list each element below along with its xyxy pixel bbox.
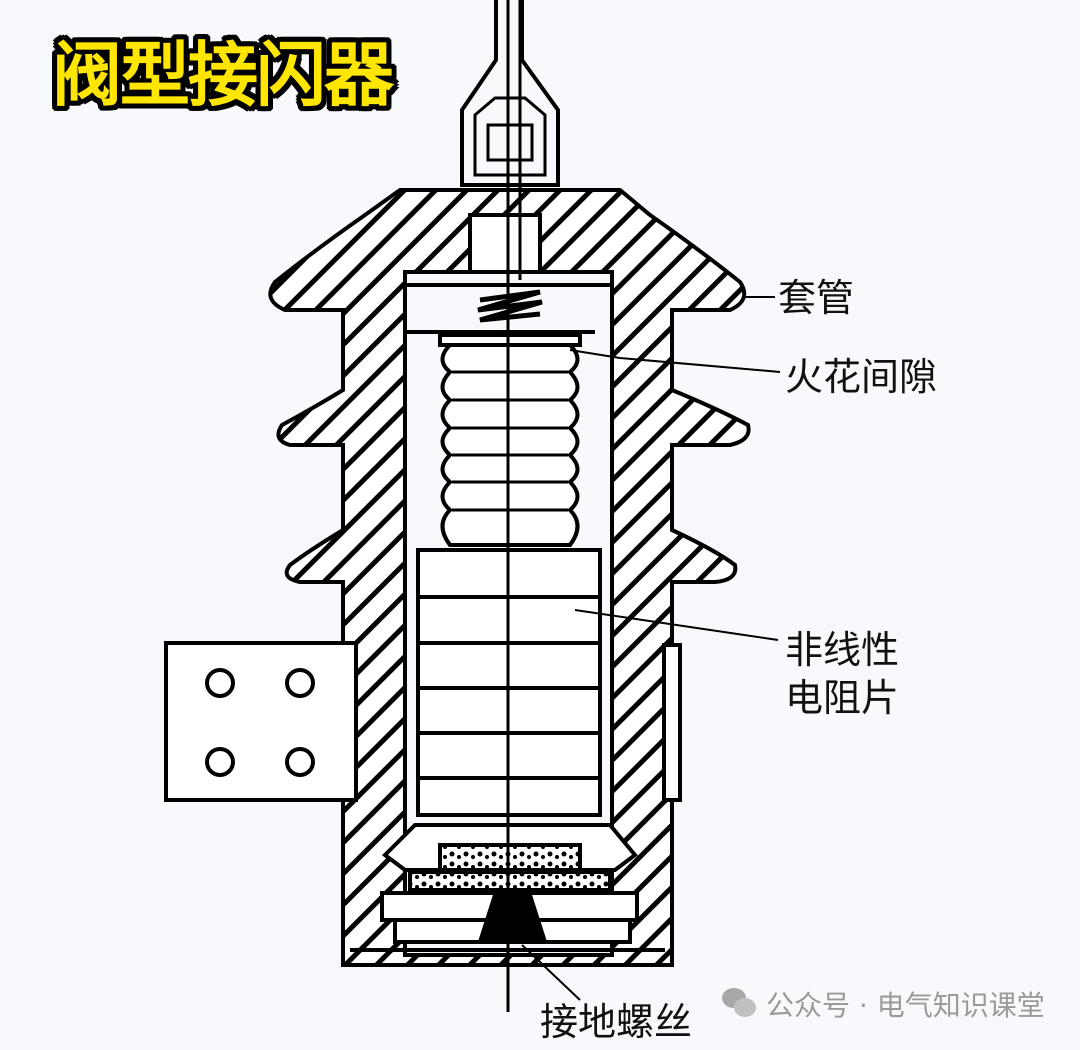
mounting-bracket <box>164 641 358 802</box>
wechat-icon <box>722 988 758 1020</box>
spring <box>477 289 543 323</box>
label-resistor-line2: 电阻片 <box>785 676 900 720</box>
leader-lines <box>521 296 781 1001</box>
top-cap-opening <box>468 213 542 274</box>
watermark: 公众号 · 电气知识课堂 <box>722 984 1045 1024</box>
porcelain-bushing <box>268 188 751 967</box>
page-title: 阀型接闪器 <box>52 34 394 116</box>
label-spark-gap: 火花间隙 <box>785 355 938 399</box>
label-resistor-line1: 非线性 <box>785 628 900 672</box>
top-terminal <box>460 0 560 187</box>
label-bushing: 套管 <box>778 276 855 320</box>
label-ground-screw: 接地螺丝 <box>540 1000 693 1044</box>
bolt-hole <box>285 668 315 698</box>
spark-gap-stack <box>440 343 580 547</box>
bolt-hole <box>205 668 235 698</box>
bolt-hole <box>285 747 315 777</box>
ground-screw <box>477 893 548 944</box>
bolt-hole <box>205 747 235 777</box>
watermark-text: 公众号 · 电气知识课堂 <box>766 989 1045 1022</box>
side-plate <box>662 643 682 802</box>
